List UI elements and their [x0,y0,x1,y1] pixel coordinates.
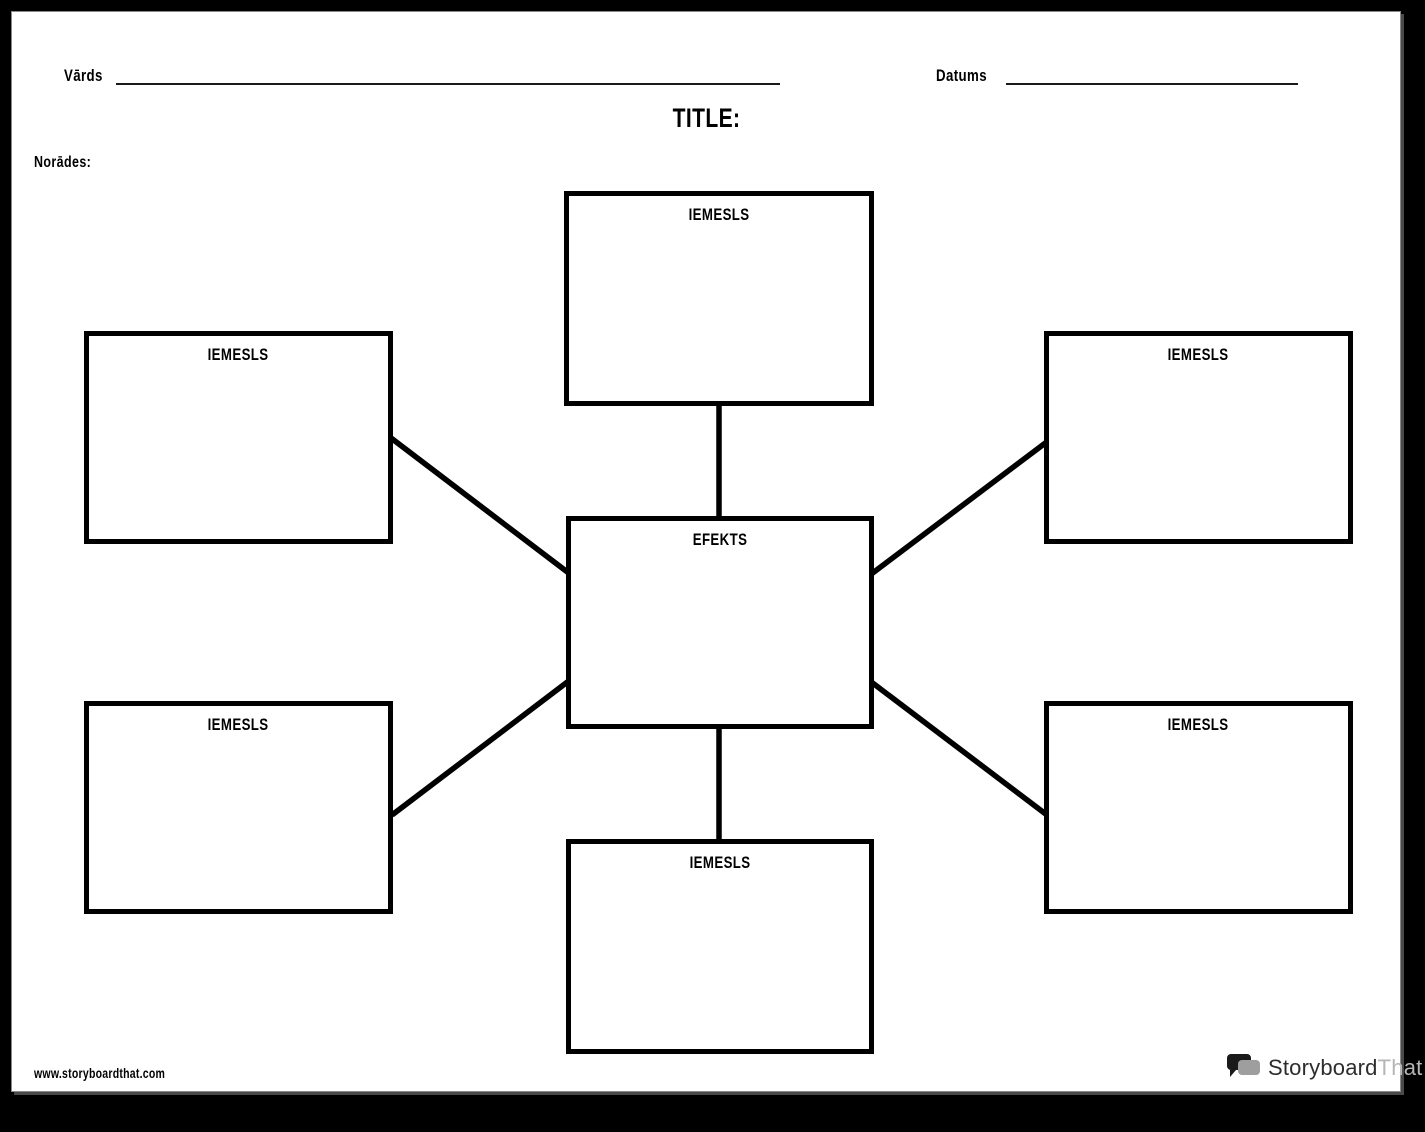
page-title: TITLE: [672,103,740,133]
effect-box-label: EFEKTS [692,530,748,549]
cause-box-label: IEMESLS [208,715,269,734]
name-label: Vārds [64,66,103,85]
cause-box-left-top[interactable]: IEMESLS [84,331,393,544]
directions-label: Norādes: [34,154,92,171]
date-label: Datums [936,66,987,85]
cause-box-label: IEMESLS [1168,345,1229,364]
speech-bubbles-icon [1227,1054,1260,1077]
cause-box-label: IEMESLS [1168,715,1229,734]
website-url: www.storyboardthat.com [34,1066,166,1081]
cause-box-right-top[interactable]: IEMESLS [1044,331,1353,544]
date-write-line[interactable] [1006,83,1298,85]
cause-box-label: IEMESLS [689,853,751,872]
worksheet-page: Vārds Datums TITLE: Norādes: IEMESLS IEM… [11,11,1422,1092]
cause-box-top[interactable]: IEMESLS [564,191,874,406]
cause-box-label: IEMESLS [688,205,750,224]
connector-lines [389,406,1050,841]
logo-wordmark: StoryboardThat [1268,1055,1423,1080]
cause-box-bottom[interactable]: IEMESLS [566,839,874,1054]
name-write-line[interactable] [116,83,780,85]
effect-box-center[interactable]: EFEKTS [566,516,874,729]
storyboardthat-logo: StoryboardThat [1226,1052,1422,1084]
cause-box-right-bottom[interactable]: IEMESLS [1044,701,1353,914]
cause-box-label: IEMESLS [208,345,269,364]
cause-box-left-bottom[interactable]: IEMESLS [84,701,393,914]
